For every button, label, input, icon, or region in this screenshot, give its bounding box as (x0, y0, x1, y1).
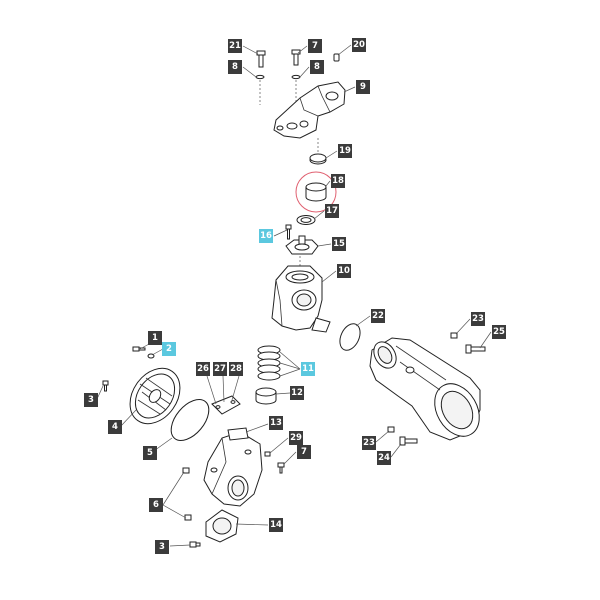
screw-23-upper (450, 332, 458, 339)
gasket-14 (205, 509, 239, 543)
callout-2: 2 (162, 342, 176, 356)
o-ring-22 (339, 323, 361, 351)
callout-10: 10 (337, 264, 351, 278)
ring-stack-11 (257, 345, 281, 381)
bolt-7-lower (277, 462, 285, 474)
screw-23-lower (387, 426, 395, 433)
callout-7-lower: 7 (297, 445, 311, 459)
callout-29: 29 (289, 431, 303, 445)
bolt-21 (256, 50, 266, 68)
callout-9: 9 (356, 80, 370, 94)
bolt-7-top (291, 49, 301, 66)
callout-23-upper: 23 (471, 312, 485, 326)
callout-3-upper: 3 (84, 393, 98, 407)
plate-26-27-28 (211, 395, 241, 415)
washer-8-left (255, 74, 265, 80)
fan-cover-4 (129, 367, 181, 425)
screw-3-upper (102, 380, 109, 392)
callout-17: 17 (325, 204, 339, 218)
bracket-9 (273, 81, 346, 139)
callout-4: 4 (108, 420, 122, 434)
ring-19 (309, 153, 327, 165)
gear-housing-right (369, 337, 481, 441)
screw-29 (264, 451, 271, 457)
screw-6-lower (184, 514, 192, 521)
callout-8-right: 8 (310, 60, 324, 74)
screw-16 (285, 224, 292, 240)
callout-25: 25 (492, 325, 506, 339)
callout-8-left: 8 (228, 60, 242, 74)
washer-8-right (291, 74, 301, 80)
bushing-18 (295, 171, 337, 213)
bolt-25 (465, 344, 486, 354)
callout-18: 18 (331, 174, 345, 188)
callout-24: 24 (377, 451, 391, 465)
callout-22: 22 (371, 309, 385, 323)
seal-17 (296, 215, 316, 225)
callout-6: 6 (149, 498, 163, 512)
callout-11: 11 (301, 362, 315, 376)
callout-14: 14 (269, 518, 283, 532)
callout-3-lower: 3 (155, 540, 169, 554)
callout-19: 19 (338, 144, 352, 158)
callout-5: 5 (143, 446, 157, 460)
callout-21: 21 (228, 39, 242, 53)
o-ring-5 (170, 399, 210, 441)
callout-16: 16 (259, 229, 273, 243)
callout-20: 20 (352, 38, 366, 52)
housing-10 (271, 265, 331, 333)
screw-6-upper (182, 467, 190, 474)
callout-1: 1 (148, 331, 162, 345)
bolt-24 (399, 436, 418, 446)
callout-13: 13 (269, 416, 283, 430)
callout-15: 15 (332, 237, 346, 251)
callout-23-lower: 23 (362, 436, 376, 450)
flange-15 (285, 235, 319, 255)
callout-28: 28 (229, 362, 243, 376)
callout-27: 27 (213, 362, 227, 376)
callout-26: 26 (196, 362, 210, 376)
pin-20 (333, 53, 340, 62)
screw-3-lower (189, 541, 201, 548)
bearing-12 (255, 387, 277, 405)
callout-7-top: 7 (308, 39, 322, 53)
callout-12: 12 (290, 386, 304, 400)
gearbox-body-13 (203, 427, 263, 507)
